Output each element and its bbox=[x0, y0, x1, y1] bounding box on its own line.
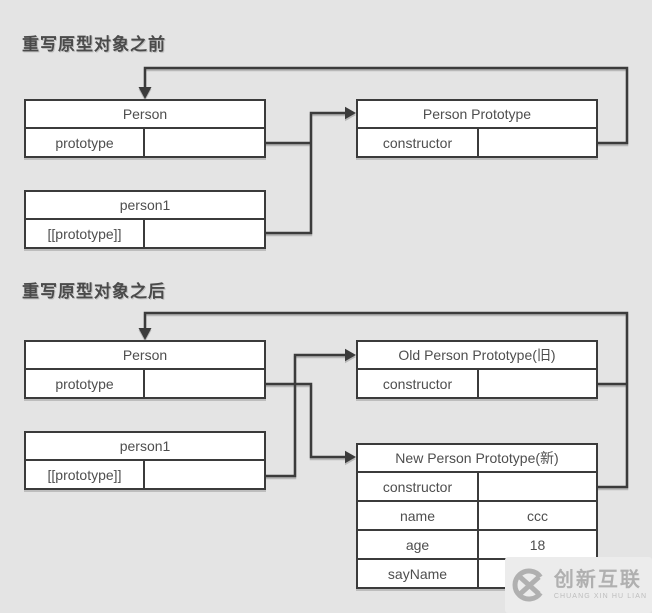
section-title-after: 重写原型对象之后 bbox=[22, 282, 166, 301]
node-row: constructor bbox=[358, 127, 596, 156]
node-person-after-title: Person bbox=[122, 347, 168, 363]
node-row: sayName bbox=[358, 558, 596, 587]
watermark-subtitle: CHUANG XIN HU LIAN bbox=[553, 593, 648, 600]
node-person-prototype-title: Person Prototype bbox=[422, 106, 532, 122]
connector-before-constructor bbox=[143, 66, 629, 145]
node-person-prototype: Person Prototype constructor bbox=[356, 99, 598, 158]
section-title-before: 重写原型对象之前 bbox=[22, 35, 166, 54]
watermark-text: 创新互联 CHUANG XIN HU LIAN bbox=[554, 570, 647, 600]
chuangxin-logo-icon bbox=[512, 568, 543, 602]
node-person-before-title: Person bbox=[122, 106, 168, 122]
row-label-constructor: constructor bbox=[358, 473, 479, 500]
node-new-person-prototype-title: New Person Prototype(新) bbox=[395, 450, 559, 466]
row-label-internal-prototype: [[prototype]] bbox=[26, 461, 145, 488]
node-row: constructor bbox=[358, 368, 596, 397]
row-value-constructor bbox=[479, 473, 596, 500]
node-old-person-prototype: Old Person Prototype(旧) constructor bbox=[356, 340, 598, 399]
row-value-internal-prototype bbox=[145, 461, 264, 488]
node-row: [[prototype]] bbox=[26, 218, 264, 247]
row-value-prototype bbox=[145, 370, 264, 397]
row-label-constructor: constructor bbox=[358, 129, 479, 156]
row-label-internal-prototype: [[prototype]] bbox=[26, 220, 145, 247]
row-value-constructor bbox=[479, 370, 596, 397]
node-person1-before: person1 [[prototype]] bbox=[24, 190, 266, 249]
arrowhead-into-person-prototype bbox=[345, 106, 356, 120]
node-old-person-prototype-title: Old Person Prototype(旧) bbox=[398, 347, 556, 363]
row-label-prototype: prototype bbox=[26, 129, 145, 156]
connector-after-prototype-new bbox=[266, 382, 346, 459]
node-row: age 18 bbox=[358, 529, 596, 558]
node-person1-after-title: person1 bbox=[119, 438, 171, 454]
row-label-age: age bbox=[358, 531, 479, 558]
row-label-name: name bbox=[358, 502, 479, 529]
node-person1-before-title: person1 bbox=[119, 197, 171, 213]
node-row: prototype bbox=[26, 368, 264, 397]
row-value-name: ccc bbox=[527, 507, 548, 524]
node-person-after: Person prototype bbox=[24, 340, 266, 399]
watermark: 创新互联 CHUANG XIN HU LIAN bbox=[505, 557, 652, 613]
arrowhead-into-old-prototype bbox=[345, 348, 356, 362]
node-person-before: Person prototype bbox=[24, 99, 266, 158]
row-label-prototype: prototype bbox=[26, 370, 145, 397]
row-value-prototype bbox=[145, 129, 264, 156]
arrowhead-into-person-after bbox=[138, 328, 152, 340]
node-row: constructor bbox=[358, 471, 596, 500]
row-value-internal-prototype bbox=[145, 220, 264, 247]
row-label-sayname: sayName bbox=[358, 560, 479, 587]
connector-after-person1-old bbox=[266, 353, 346, 478]
arrowhead-into-new-prototype bbox=[345, 450, 356, 464]
watermark-brand: 创新互联 bbox=[553, 569, 642, 591]
row-label-constructor: constructor bbox=[358, 370, 479, 397]
node-person1-after: person1 [[prototype]] bbox=[24, 431, 266, 490]
arrowhead-into-person-before bbox=[138, 87, 152, 99]
node-row: prototype bbox=[26, 127, 264, 156]
connector-before-proto-merge bbox=[266, 111, 346, 235]
row-value-constructor bbox=[479, 129, 596, 156]
connector-new-constructor-feedback bbox=[143, 311, 629, 489]
node-row: [[prototype]] bbox=[26, 459, 264, 488]
node-row: name ccc bbox=[358, 500, 596, 529]
row-value-age: 18 bbox=[529, 536, 546, 553]
